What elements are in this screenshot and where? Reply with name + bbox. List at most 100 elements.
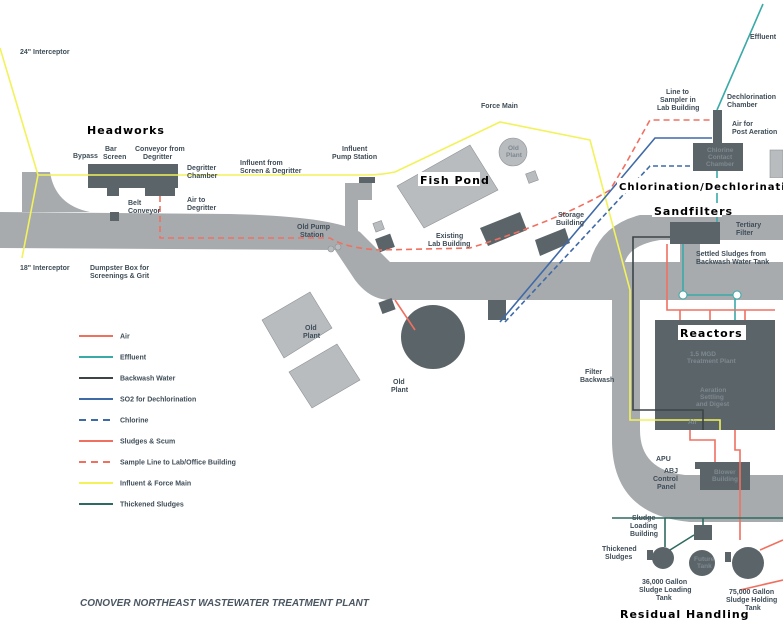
label: Chlorine — [707, 147, 734, 154]
chlorine-line — [504, 165, 693, 323]
label: 36,000 Gallon — [642, 579, 687, 586]
legend-item: Backwash Water — [79, 376, 176, 383]
label-sandfilters: Sandfilters — [654, 205, 733, 218]
tertiary-filter — [670, 222, 720, 244]
label: Storage — [558, 212, 584, 219]
label: Conveyor from — [135, 146, 185, 153]
label: 75,000 Gallon — [729, 589, 774, 596]
label: Future — [694, 556, 715, 563]
label: Settled Sludges from — [696, 251, 766, 258]
legend-label: Chlorine — [120, 418, 148, 425]
label: Bypass — [73, 153, 98, 160]
label: Air — [688, 419, 698, 426]
label: Dechlorination — [727, 94, 776, 101]
legend-label: Effluent — [120, 355, 147, 362]
old-plant-circle-top — [498, 137, 528, 167]
legend-label: Sample Line to Lab/Office Building — [120, 460, 236, 467]
label: Degritter — [143, 154, 172, 161]
label: Old Pump — [297, 224, 330, 231]
legend-item: SO2 for Dechlorination — [79, 397, 196, 404]
plan-title: CONOVER NORTHEAST WASTEWATER TREATMENT P… — [80, 598, 370, 609]
annotations: 24" Interceptor 18" Interceptor Bypass B… — [20, 34, 777, 612]
old-plant-circle — [401, 305, 465, 369]
label: Conveyor — [128, 208, 161, 215]
pipelines — [0, 3, 783, 591]
label: Tank — [745, 605, 761, 612]
label: Tertiary — [736, 222, 761, 229]
label: Air for — [732, 121, 753, 128]
legend-label: Sludges & Scum — [120, 439, 175, 446]
label: Plant — [506, 152, 523, 159]
label: Screen & Degritter — [240, 168, 302, 175]
old-structures — [261, 137, 783, 409]
label: Building — [630, 531, 658, 538]
label: Screenings & Grit — [90, 273, 150, 280]
label: Tank — [656, 595, 672, 602]
label: Sludge Holding — [726, 597, 777, 604]
label: Sampler in — [660, 97, 696, 104]
label: Effluent — [750, 34, 777, 41]
label: Dumpster Box for — [90, 265, 149, 272]
legend-label: Thickened Sludges — [120, 502, 184, 509]
label: ABJ — [664, 468, 678, 475]
label: Aeration — [700, 387, 726, 394]
label: and Digest — [696, 401, 730, 408]
legend-item: Air — [79, 334, 130, 341]
label: Degritter — [187, 165, 216, 172]
so2-line — [499, 137, 712, 323]
label-chlorination: Chlorination/Dechlorination — [619, 182, 783, 193]
label: Station — [300, 232, 324, 239]
label: Degritter — [187, 205, 216, 212]
label-headworks: Headworks — [87, 124, 165, 137]
label: Plant — [391, 387, 409, 394]
legend-label: Backwash Water — [120, 376, 176, 383]
label: Pump Station — [332, 154, 377, 161]
label: Loading — [630, 523, 657, 530]
label-fish-pond: Fish Pond — [420, 174, 490, 187]
label: Building — [712, 476, 738, 483]
label: Force Main — [481, 103, 518, 110]
label: Backwash Water Tank — [696, 259, 769, 266]
label: Backwash — [580, 377, 614, 384]
headworks-building — [88, 164, 178, 188]
label: Lab Building — [428, 241, 470, 248]
label: Old — [305, 325, 317, 332]
buildings — [88, 110, 775, 579]
label: Existing — [436, 233, 463, 240]
legend-label: Air — [120, 334, 130, 341]
label: Post Aeration — [732, 129, 777, 136]
label: Contact — [708, 154, 733, 161]
label: Belt — [128, 200, 142, 207]
future-tank — [689, 550, 715, 576]
thickened-sludge-line — [612, 517, 783, 551]
label: Sludge Loading — [639, 587, 692, 594]
label: Chamber — [727, 102, 758, 109]
sludge-loading-building — [694, 525, 712, 540]
label: 1.5 MGD — [690, 351, 716, 358]
label: Thickened — [602, 546, 637, 553]
label: Influent — [342, 146, 368, 153]
label: Sludge — [632, 515, 655, 522]
label: Lab Building — [657, 105, 699, 112]
blower-building — [700, 462, 750, 490]
label: Sludges — [605, 554, 632, 561]
air-sludge-lines — [394, 244, 783, 591]
label: Influent from — [240, 160, 283, 167]
chlorine-contact-chamber — [693, 143, 743, 171]
label: Settling — [700, 394, 724, 401]
legend-item: Chlorine — [79, 418, 148, 425]
legend-item: Sample Line to Lab/Office Building — [79, 460, 236, 467]
label: Panel — [657, 484, 676, 491]
label: Control — [653, 476, 678, 483]
label: Bar — [105, 146, 117, 153]
label: Blower — [714, 469, 736, 476]
label: 24" Interceptor — [20, 49, 70, 56]
label: Tank — [697, 563, 712, 570]
label: Chamber — [706, 161, 735, 168]
legend-label: SO2 for Dechlorination — [120, 397, 196, 404]
label: Treatment Plant — [687, 358, 737, 365]
label: Old — [393, 379, 405, 386]
